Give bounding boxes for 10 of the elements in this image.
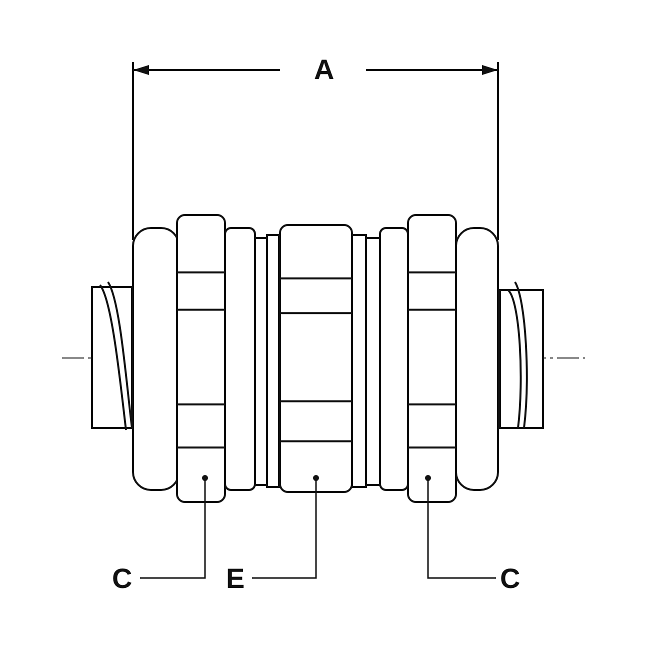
leader-line (252, 475, 319, 579)
hex-nut (279, 224, 353, 493)
callout-letter: C (112, 565, 132, 593)
leader-line (425, 475, 496, 579)
callout-letter: C (500, 565, 520, 593)
leader-line (140, 475, 208, 579)
hex-nut (407, 214, 457, 503)
callout-letter: E (226, 565, 245, 593)
hex-nut (176, 214, 226, 503)
dimension-label: A (314, 56, 334, 84)
